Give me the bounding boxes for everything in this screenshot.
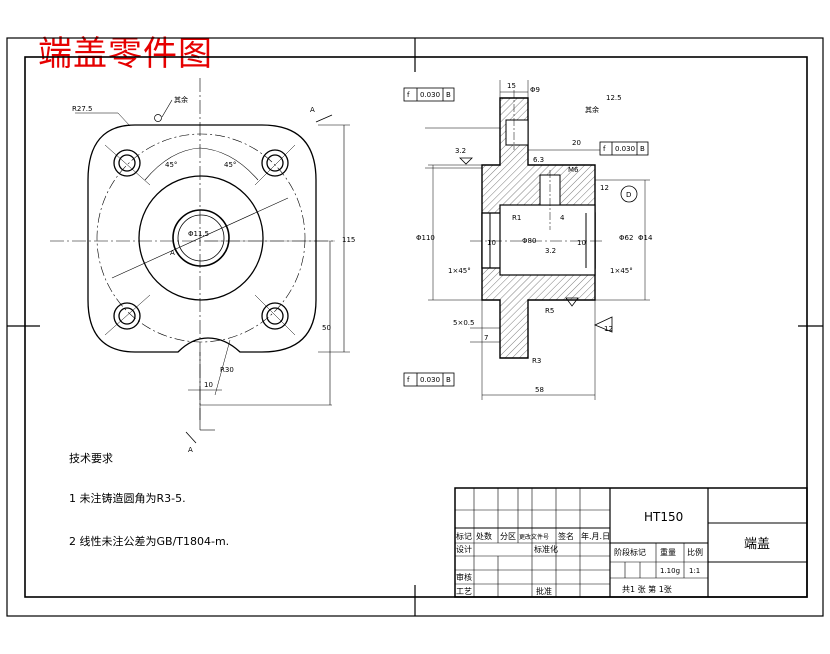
- centering-marks: [7, 38, 823, 616]
- dim-dia-right: Φ62: [619, 234, 633, 242]
- tech-heading: 技术要求: [69, 452, 113, 465]
- section-marker-mid: A: [170, 249, 175, 257]
- bore-dia-label: Φ11.5: [188, 230, 209, 238]
- title-block-text: 标记 处数 分区 更改文件号 签名 年.月.日 设计 标准化 审核 工艺 批准 …: [456, 510, 770, 596]
- dim-phi9: Φ9: [530, 86, 540, 94]
- section-marker-bottom: A: [188, 446, 193, 454]
- dim-20: 20: [572, 139, 581, 147]
- page-title: 端盖零件图: [38, 34, 213, 74]
- fcf-datum-2: B: [640, 145, 645, 153]
- dim-bore: Φ80: [522, 237, 536, 245]
- tb-review: 审核: [456, 572, 472, 582]
- roughness-6-3: 6.3: [533, 156, 544, 164]
- dim-4: 4: [560, 214, 565, 222]
- roughness-3-2-left: 3.2: [455, 147, 466, 155]
- tb-approve: 批准: [536, 586, 552, 596]
- dim-7: 7: [484, 334, 488, 342]
- tb-stage: 阶段标记: [614, 547, 646, 557]
- angle-left-label: 45°: [165, 161, 177, 169]
- tb-mark: 标记: [456, 531, 472, 541]
- fcf-tolerance-3: 0.030: [420, 376, 440, 384]
- roughness-label-right: 其余: [585, 105, 599, 114]
- tech-requirements: 技术要求 1 未注铸造圆角为R3-5. 2 线性未注公差为GB/T1804-m.: [69, 452, 229, 548]
- tb-standard: 标准化: [534, 544, 558, 554]
- roughness-label: 其余: [174, 95, 188, 104]
- section-view: [403, 80, 650, 400]
- dim-10-left: 10: [487, 239, 496, 247]
- fcf-symbol-1: f: [407, 91, 410, 99]
- tech-note-2: 2 线性未注公差为GB/T1804-m.: [69, 534, 229, 548]
- fcf-symbol-3: f: [407, 376, 410, 384]
- chamfer-right: 1×45°: [610, 267, 633, 275]
- dim-phi-small: Φ14: [638, 234, 653, 242]
- front-view: [50, 78, 350, 444]
- roughness-12: 12: [604, 325, 613, 333]
- tb-date: 年.月.日: [581, 531, 610, 541]
- roughness-12-5: 12.5: [606, 94, 622, 102]
- tb-zone: 分区: [500, 532, 516, 541]
- height-dim: 115: [342, 236, 355, 244]
- tb-change-doc: 更改文件号: [519, 533, 549, 541]
- dim-r3: R3: [532, 357, 541, 365]
- tb-scale-val: 1:1: [689, 567, 700, 575]
- dim-dia-left: Φ110: [416, 234, 435, 242]
- tb-part-name: 端盖: [744, 537, 770, 552]
- title-block: [454, 487, 808, 598]
- fcf-tolerance-2: 0.030: [615, 145, 635, 153]
- fcf-datum-1: B: [446, 91, 451, 99]
- tb-scale: 比例: [687, 547, 703, 557]
- tb-material: HT150: [644, 510, 683, 524]
- tb-count: 处数: [476, 531, 492, 541]
- dim-58: 58: [535, 386, 544, 394]
- inner-border: [24, 56, 808, 598]
- radius30-dim: R30: [220, 366, 234, 374]
- dim-15: 15: [507, 82, 516, 90]
- tb-sign: 签名: [558, 531, 574, 541]
- fcf-symbol-2: f: [603, 145, 606, 153]
- roughness-3-2-mid: 3.2: [545, 247, 556, 255]
- front-view-labels: R27.5 其余 45° 45° Φ11.5 A A A 115 50 10 R…: [72, 95, 355, 454]
- tb-weight-val: 1.10g: [660, 567, 680, 575]
- dim-r5: R5: [545, 307, 554, 315]
- dim-r1: R1: [512, 214, 521, 222]
- dim-5x05: 5×0.5: [453, 319, 474, 327]
- dim-12: 12: [600, 184, 609, 192]
- section-view-labels: f 0.030 B f 0.030 B f 0.030 B 15 Φ9 12.5…: [407, 82, 653, 394]
- tb-sheets: 共1 张 第 1张: [622, 584, 672, 594]
- dim-10-right: 10: [577, 239, 586, 247]
- tb-design: 设计: [456, 544, 472, 554]
- datum-d: D: [626, 191, 631, 199]
- fcf-datum-3: B: [446, 376, 451, 384]
- dim-m6: M6: [568, 166, 579, 174]
- angle-right-label: 45°: [224, 161, 236, 169]
- tech-note-1: 1 未注铸造圆角为R3-5.: [69, 491, 186, 505]
- radius-label: R27.5: [72, 105, 92, 113]
- tb-weight: 重量: [660, 547, 676, 557]
- bolt-holes: [113, 149, 289, 330]
- tb-craft: 工艺: [456, 587, 472, 596]
- ten-dim: 10: [204, 381, 213, 389]
- lower-dim: 50: [322, 324, 331, 332]
- fcf-tolerance-1: 0.030: [420, 91, 440, 99]
- section-marker-top: A: [310, 106, 315, 114]
- chamfer-left: 1×45°: [448, 267, 471, 275]
